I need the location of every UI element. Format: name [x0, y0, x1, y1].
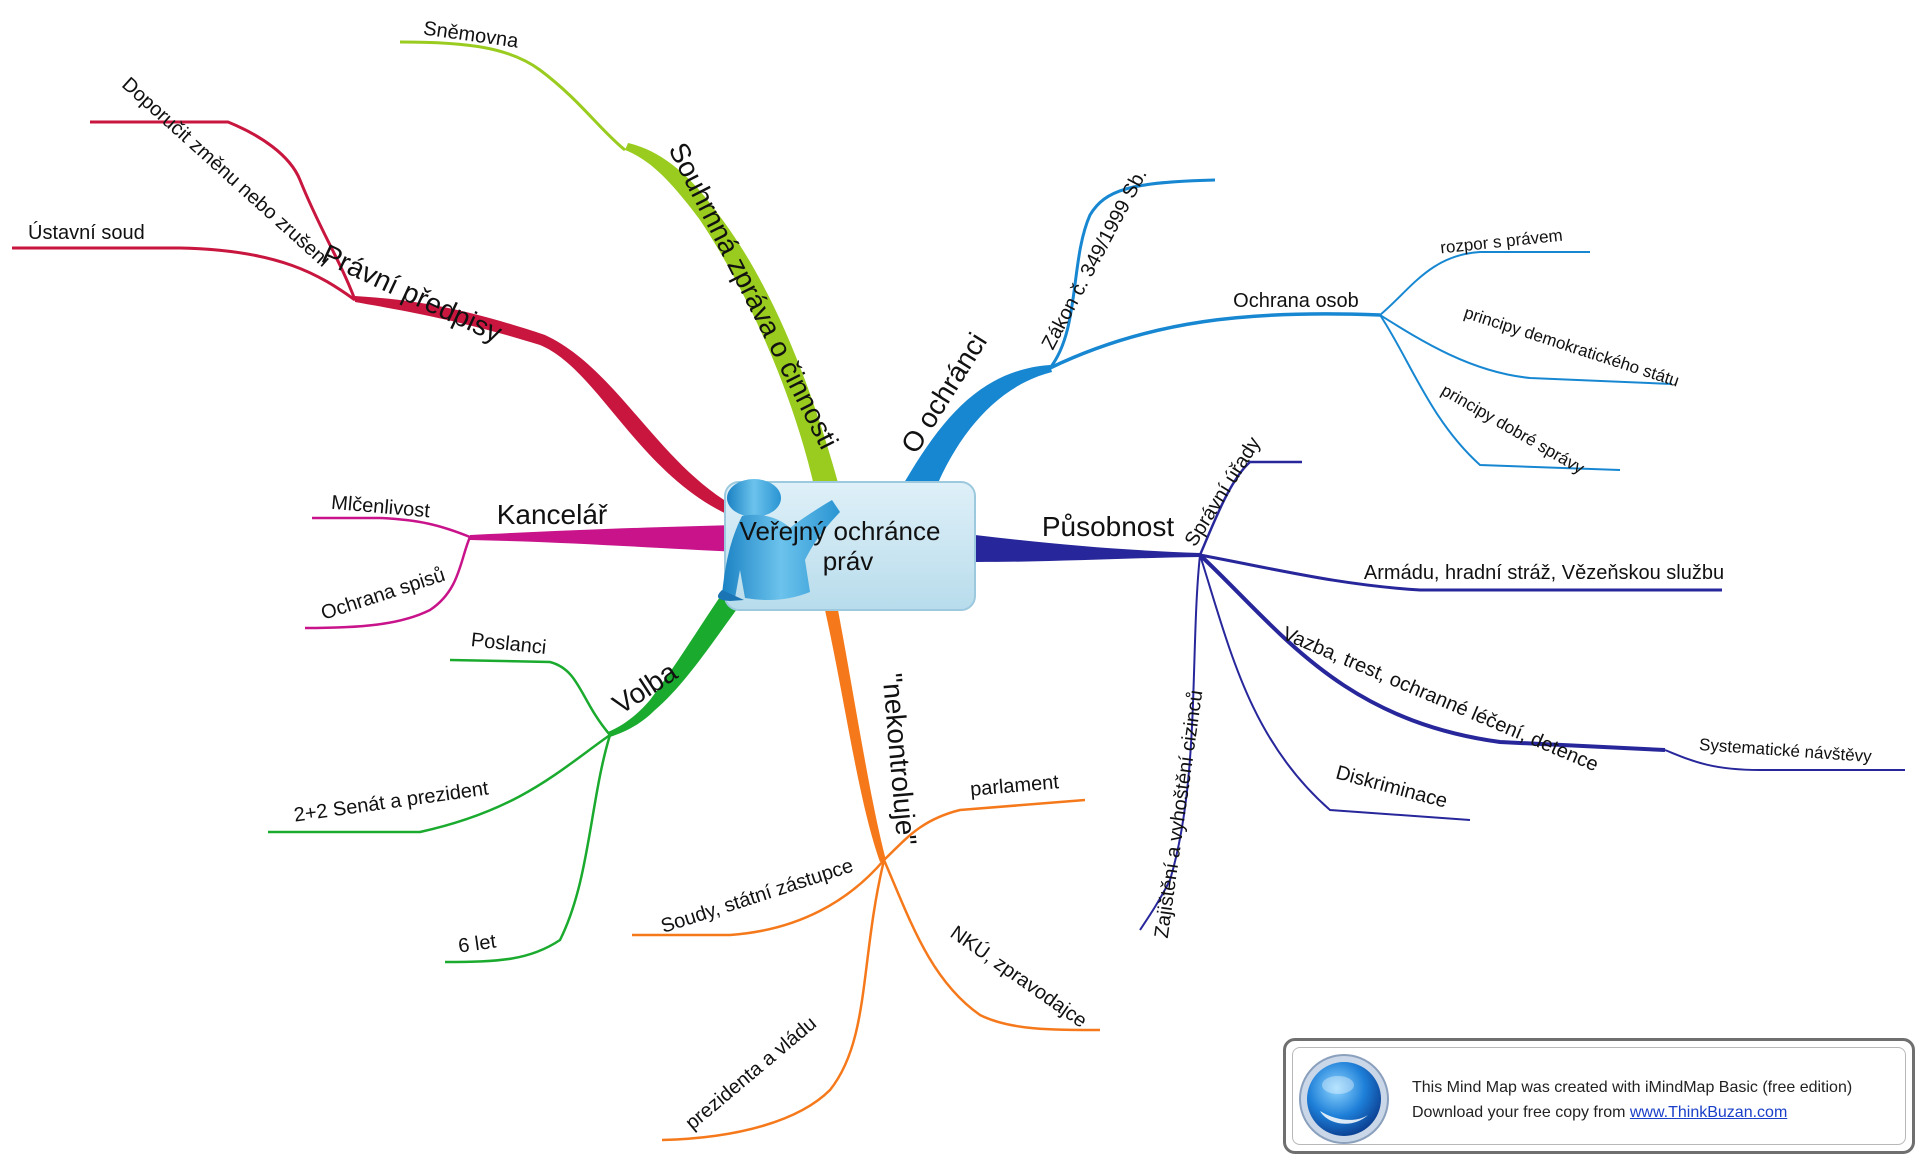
connector-diskriminace [1199, 554, 1471, 821]
o-ochranci-main-stroke [900, 365, 1052, 490]
node-label: NKÚ, zpravodajce [946, 921, 1091, 1032]
node-label: Zákon č. 349/1999 Sb. [1038, 165, 1152, 353]
connector-poslanci [449, 658, 611, 736]
node-label: Ústavní soud [28, 221, 145, 244]
connector-parlament [883, 798, 1086, 861]
node-label: Správní úřady [1181, 433, 1266, 550]
connector-senat [268, 733, 611, 834]
connector-nku [882, 859, 1101, 1032]
connector-demokraticky [1379, 314, 1673, 385]
branch-label: Působnost [1042, 511, 1175, 542]
branch-o-ochranci: O ochránci Zákon č. 349/1999 Sb. Ochrana… [895, 165, 1682, 490]
node-label: Sněmovna [422, 18, 521, 53]
node-label: Poslanci [470, 629, 547, 659]
node-label: Armádu, hradní stráž, Vězeňskou službu [1364, 562, 1724, 584]
connector-snemovna [399, 40, 626, 152]
node-label: Zajištění a vyhoštění cizinců [1151, 689, 1208, 940]
promo-text: This Mind Map was created with iMindMap … [1412, 1075, 1852, 1125]
nekontroluje-main-stroke [825, 610, 886, 862]
node-label: Vazba, trest, ochranné léčení, detence [1279, 623, 1601, 776]
node-label: Diskriminace [1333, 762, 1449, 813]
node-label: prezidenta a vládu [681, 1012, 820, 1134]
connector-ochrana-spisu [304, 536, 472, 630]
connector-spravni-urady [1198, 460, 1302, 556]
promo-line-2: Download your free copy from www.ThinkBu… [1412, 1100, 1852, 1125]
thinkbuzan-link[interactable]: www.ThinkBuzan.com [1629, 1104, 1788, 1121]
promo-line-2-prefix: Download your free copy from [1412, 1104, 1630, 1121]
volba-main-stroke [608, 575, 755, 737]
connector-systematicke [1664, 749, 1905, 771]
node-label: 6 let [457, 930, 498, 957]
connector-armadu [1199, 553, 1722, 592]
branch-nekontroluje: "nekontroluje" parlament Soudy, státní z… [632, 610, 1101, 1142]
node-label: principy dobré správy [1438, 381, 1588, 478]
branch-label: Kancelář [497, 499, 608, 530]
central-node-title-line2: práv [823, 546, 874, 576]
node-label: Soudy, státní zástupce [658, 855, 856, 938]
promo-inner-border [1292, 1047, 1906, 1145]
pravni-predpisy-main-stroke [355, 296, 745, 520]
imindmap-logo-icon [1299, 1054, 1389, 1144]
node-label: principy demokratického státu [1462, 303, 1682, 391]
pusobnost-main-stroke [975, 535, 1200, 562]
person-pointing-icon [717, 479, 840, 601]
node-label: Ochrana spisů [318, 564, 447, 625]
souhrnna-zprava-main-stroke [625, 143, 840, 490]
branch-label: "nekontroluje" [877, 672, 923, 846]
node-label: 2+2 Senát a prezident [292, 777, 490, 826]
connector-dobra-sprava [1379, 314, 1621, 471]
node-label: Doporučit změnu nebo zrušení [117, 73, 334, 272]
promo-line-1: This Mind Map was created with iMindMap … [1412, 1079, 1853, 1096]
node-label: Systematické návštěvy [1698, 735, 1872, 766]
branch-kancelar: Kancelář Mlčenlivost Ochrana spisů [304, 492, 740, 630]
connector-ochrana-osob [1049, 312, 1381, 370]
node-label: Ochrana osob [1233, 290, 1359, 312]
connector-zakon [1048, 178, 1216, 369]
connector-ustavni-soud [12, 246, 356, 302]
central-node[interactable]: Veřejný ochránce práv [717, 479, 976, 611]
central-node-title-line1: Veřejný ochránce [740, 516, 941, 546]
branch-pravni-predpisy: Právní předpisy Doporučit změnu nebo zru… [12, 73, 745, 520]
connector-soudy [632, 859, 885, 937]
connector-mlcenlivost [312, 516, 471, 539]
connector-prezidenta [661, 859, 886, 1142]
branch-label: Souhrnná zpráva o činnosti [663, 137, 845, 453]
kancelar-main-stroke [470, 525, 740, 552]
imindmap-promo-box: This Mind Map was created with iMindMap … [1283, 1038, 1915, 1154]
connector-doporucit [90, 120, 357, 301]
connector-cizincu [1139, 554, 1201, 931]
connector-vazba [1198, 553, 1666, 752]
connector-rozpor [1379, 251, 1590, 316]
connector-6-let [444, 734, 612, 964]
branch-pusobnost: Působnost Správní úřady Armádu, hradní s… [975, 433, 1905, 940]
node-label: parlament [969, 771, 1060, 801]
branch-volba: Volba Poslanci 2+2 Senát a prezident 6 l… [268, 575, 755, 964]
